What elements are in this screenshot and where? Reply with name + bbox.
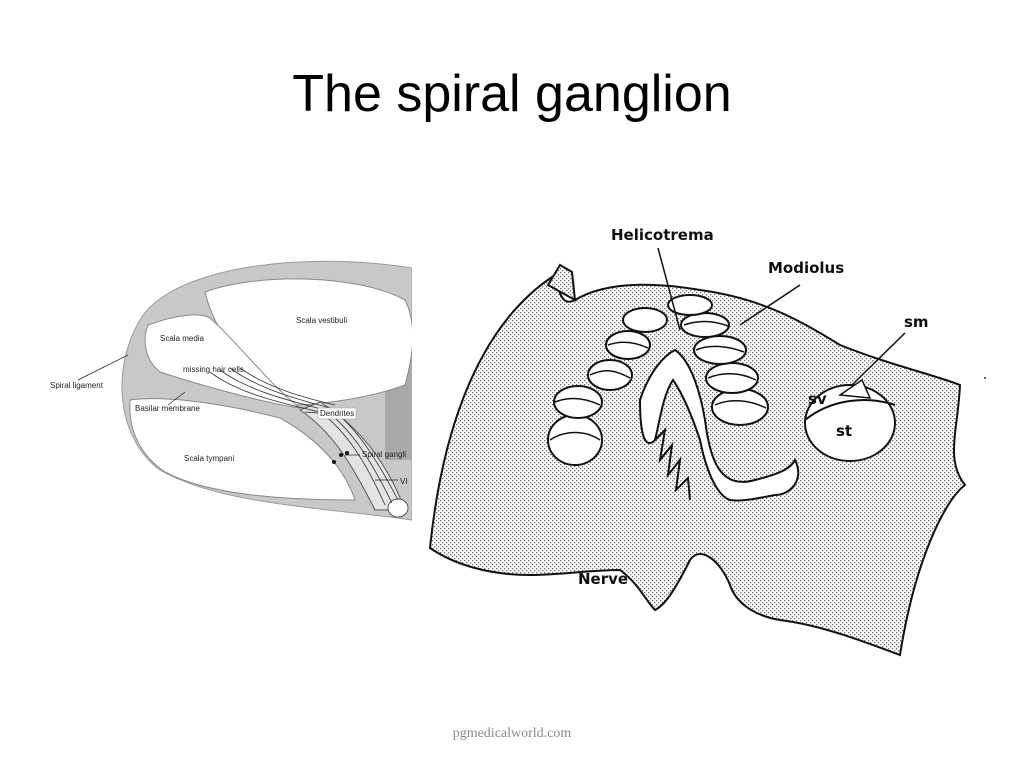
cochlear-turns-right bbox=[667, 294, 769, 426]
chamber-dividers bbox=[549, 320, 767, 441]
tissue-spur-shape bbox=[546, 263, 577, 302]
pointer-lines bbox=[657, 247, 906, 386]
dendrites-label-box bbox=[317, 407, 357, 420]
spiral-lamina-shape bbox=[654, 427, 691, 501]
stray-dot bbox=[984, 377, 986, 379]
cochlea-section-figure: Helicotrema Modiolus sm sv st Nerve bbox=[428, 226, 986, 657]
missing-hair-cells-label: missing hair cells bbox=[183, 365, 244, 374]
viii-nerve-label: VI bbox=[400, 477, 408, 486]
basal-turn-chamber bbox=[804, 384, 896, 462]
footer-watermark: pgmedicalworld.com bbox=[452, 726, 572, 741]
dendrites-label: Dendrites bbox=[320, 409, 354, 418]
spiral-ligament-label: Spiral ligament bbox=[50, 381, 104, 390]
sv-label: sv bbox=[808, 390, 827, 408]
sm-label: sm bbox=[904, 313, 929, 331]
ganglion-cell-dot bbox=[332, 460, 336, 464]
basilar-membrane-label: Basilar membrane bbox=[135, 404, 200, 413]
cochlea-cross-section-figure: Scala vestibuli Scala media missing hair… bbox=[77, 260, 412, 521]
nerve-end-shape bbox=[387, 498, 409, 518]
helicotrema-label: Helicotrema bbox=[611, 226, 714, 244]
scala-tympani-label: Scala tympani bbox=[184, 454, 234, 463]
ganglion-cell-dot bbox=[345, 451, 349, 455]
nerve-label: Nerve bbox=[578, 570, 628, 588]
scala-vestibuli-label: Scala vestibuli bbox=[296, 316, 347, 325]
scala-media-wedge bbox=[837, 378, 872, 399]
st-label: st bbox=[836, 422, 852, 440]
scala-tympani-shape bbox=[129, 398, 356, 501]
modiolus-opening-shape bbox=[638, 348, 800, 502]
scala-media-shape bbox=[144, 314, 301, 409]
basal-turn-divider bbox=[804, 399, 896, 421]
leader-lines bbox=[77, 354, 398, 481]
spiral-ganglion-label: Spiral gangli bbox=[362, 450, 406, 459]
modiolus-label: Modiolus bbox=[768, 259, 844, 277]
cochlear-turns-left bbox=[547, 307, 668, 466]
scala-media-label: Scala media bbox=[160, 334, 205, 343]
slide-title: The spiral ganglion bbox=[292, 65, 732, 123]
ganglion-cell-dot bbox=[339, 453, 343, 457]
